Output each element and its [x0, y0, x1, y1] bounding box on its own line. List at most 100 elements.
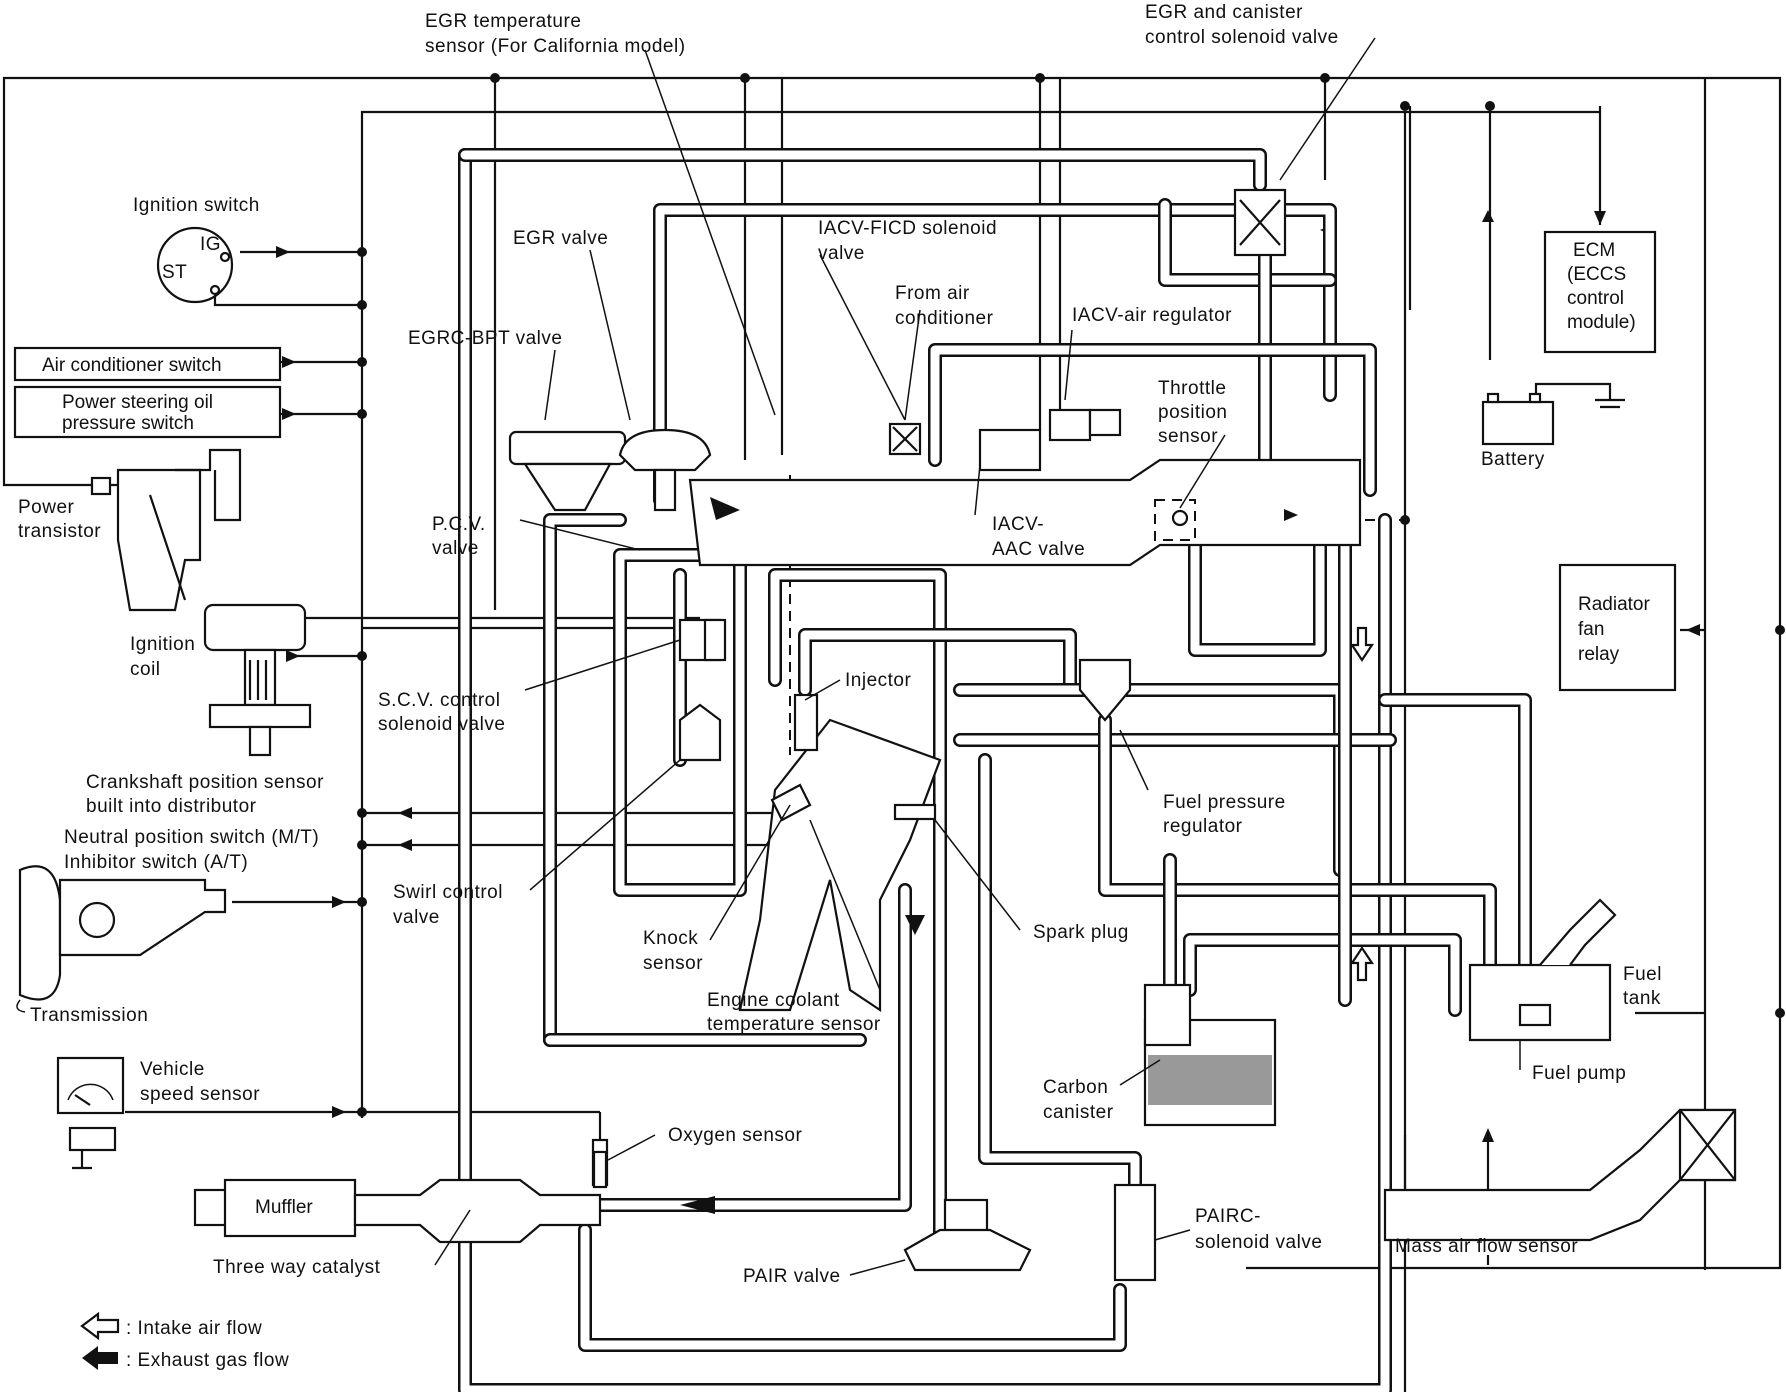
- ignition-switch-label: Ignition switch: [133, 195, 260, 216]
- pairc-solenoid-valve: [1113, 1183, 1157, 1282]
- twc-label: Three way catalyst: [213, 1257, 381, 1278]
- pcv-label-2: valve: [432, 538, 479, 559]
- ecm-label-3: control: [1567, 288, 1624, 309]
- ecm-box: [1543, 230, 1657, 354]
- ignition-coil-label-2: coil: [130, 659, 161, 680]
- pair-valve: [903, 1198, 1032, 1272]
- from-ac-label-2: conditioner: [895, 308, 994, 329]
- labels: EGR temperature sensor (For California m…: [18, 2, 1662, 1287]
- egr-temp-sensor-label-2: sensor (For California model): [425, 36, 686, 57]
- intake-air-flow-symbol: [80, 1311, 120, 1341]
- oxygen-sensor-label: Oxygen sensor: [668, 1125, 802, 1146]
- ignition-coil: [203, 603, 312, 757]
- iacv-air-regulator: [1048, 408, 1122, 442]
- carbon-canister: [1143, 983, 1277, 1127]
- iacv-ficd-solenoid: [888, 422, 922, 456]
- scv-label-2: solenoid valve: [378, 714, 505, 735]
- fuel-tank-label-2: tank: [1623, 988, 1661, 1009]
- power-transistor-label-2: transistor: [18, 521, 101, 542]
- ps-switch-label-2: pressure switch: [62, 413, 194, 434]
- egr-canister-solenoid: [1233, 188, 1287, 257]
- egr-valve-label: EGR valve: [513, 228, 608, 249]
- scv-control-solenoid: [678, 618, 727, 662]
- legend: : Intake air flow : Exhaust gas flow: [80, 1311, 289, 1371]
- battery: [1481, 382, 1625, 446]
- neutral-switch-label-2: Inhibitor switch (A/T): [64, 852, 248, 873]
- intake-flow-arrows: [710, 497, 1375, 982]
- spark-plug: [893, 803, 937, 821]
- fuel-pressure-regulator: [1078, 658, 1132, 722]
- injector: [793, 693, 819, 752]
- fuel-pump-label: Fuel pump: [1532, 1063, 1626, 1084]
- egrc-bpt-label: EGRC-BPT valve: [408, 328, 562, 349]
- ecm-label-2: (ECCS: [1567, 264, 1626, 285]
- swirl-control-valve: [678, 703, 722, 762]
- leader-lines: [434, 37, 1521, 1276]
- fuel-regulator-label: Fuel pressure: [1163, 792, 1286, 813]
- neutral-switch-label: Neutral position switch (M/T): [64, 827, 319, 848]
- coolant-sensor-label-2: temperature sensor: [707, 1014, 881, 1035]
- knock-sensor-label: Knock: [643, 928, 698, 949]
- crank-sensor-label-2: built into distributor: [86, 796, 257, 817]
- vss-label: Vehicle: [140, 1059, 205, 1080]
- ig-terminal-label: IG: [200, 234, 221, 255]
- intake-manifold: [688, 458, 1362, 567]
- throttle-label-2: position: [1158, 402, 1228, 423]
- egr-canister-solenoid-label: EGR and canister: [1145, 2, 1303, 23]
- legend-intake-label: : Intake air flow: [126, 1318, 262, 1339]
- power-transistor-label: Power: [18, 497, 75, 518]
- iacv-aac-valve: [978, 428, 1042, 472]
- iacv-aac-label-2: AAC valve: [992, 539, 1085, 560]
- ac-switch-label: Air conditioner switch: [42, 355, 222, 376]
- legend-exhaust-label: : Exhaust gas flow: [126, 1350, 289, 1371]
- egr-valve: [618, 428, 712, 512]
- fuel-tank: [1468, 898, 1617, 1042]
- fuel-regulator-label-2: regulator: [1163, 816, 1243, 837]
- exhaust-system: [193, 1138, 715, 1244]
- egrc-bpt-valve: [508, 430, 627, 512]
- pairc-label: PAIRC-: [1195, 1206, 1261, 1227]
- transmission-label: Transmission: [30, 1005, 148, 1026]
- exhaust-gas-flow-symbol: [82, 1346, 118, 1370]
- swirl-valve-label: Swirl control: [393, 882, 503, 903]
- radiator-relay-label-2: fan: [1578, 619, 1604, 640]
- battery-label: Battery: [1481, 449, 1545, 470]
- iacv-air-regulator-label: IACV-air regulator: [1072, 305, 1232, 326]
- exhaust-flow-arrow: [680, 1196, 715, 1214]
- scv-label: S.C.V. control: [378, 690, 500, 711]
- coolant-sensor-label: Engine coolant: [707, 990, 840, 1011]
- power-steering-switch[interactable]: [13, 385, 282, 439]
- transmission: [16, 865, 227, 1013]
- egr-canister-solenoid-label-2: control solenoid valve: [1145, 27, 1339, 48]
- swirl-valve-label-2: valve: [393, 907, 440, 928]
- ecm-label-4: module): [1567, 312, 1636, 333]
- mass-air-flow-sensor: [1383, 1108, 1737, 1265]
- power-transistor: [90, 448, 242, 612]
- hoses: [458, 148, 1532, 1392]
- egr-temp-sensor-label: EGR temperature: [425, 11, 581, 32]
- crank-sensor-label: Crankshaft position sensor: [86, 772, 324, 793]
- muffler-label: Muffler: [255, 1197, 313, 1218]
- pcv-label: P.C.V.: [432, 514, 486, 535]
- wiring-harness: [2, 73, 1785, 1392]
- radiator-relay-label-3: relay: [1578, 644, 1620, 665]
- iacv-ficd-label-2: valve: [818, 243, 865, 264]
- fuel-tank-label: Fuel: [1623, 964, 1662, 985]
- ecm-label: ECM: [1573, 240, 1615, 261]
- vss-label-2: speed sensor: [140, 1084, 260, 1105]
- ignition-switch[interactable]: IG ST: [156, 226, 362, 307]
- from-ac-label: From air: [895, 283, 970, 304]
- throttle-label: Throttle: [1158, 378, 1226, 399]
- throttle-label-3: sensor: [1158, 426, 1218, 447]
- air-conditioner-switch[interactable]: [13, 346, 282, 382]
- throttle-position-sensor: [1154, 499, 1196, 541]
- st-terminal-label: ST: [162, 262, 187, 283]
- iacv-aac-label: IACV-: [992, 514, 1044, 535]
- pairc-label-2: solenoid valve: [1195, 1232, 1322, 1253]
- radiator-fan-relay: [1558, 563, 1677, 692]
- knock-sensor: [770, 783, 812, 822]
- iacv-ficd-label: IACV-FICD solenoid: [818, 218, 997, 239]
- injector-label: Injector: [845, 670, 911, 691]
- pair-valve-label: PAIR valve: [743, 1266, 841, 1287]
